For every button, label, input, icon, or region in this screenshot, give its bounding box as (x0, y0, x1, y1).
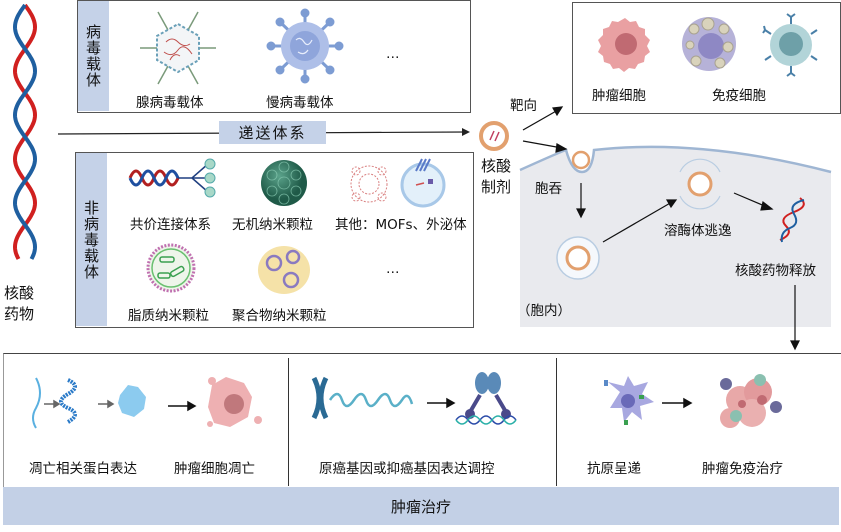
delivery-system-label: 递送体系 (219, 121, 326, 144)
nonviral-item-label: 其他：MOFs、外泌体 (335, 217, 467, 233)
divider (556, 358, 557, 486)
dna-helix-icon (12, 3, 38, 260)
protein-folding-icon (32, 377, 146, 429)
exosome-icon (400, 158, 446, 208)
targeting-label: 靶向 (510, 98, 537, 114)
viral-item-label: 慢病毒载体 (266, 95, 334, 111)
adenovirus-icon (140, 11, 216, 85)
chromosome-icon (311, 376, 329, 420)
nonviral-item-label: 共价连接体系 (130, 217, 211, 233)
release-label: 核酸药物释放 (735, 263, 816, 279)
tumor-immune-icon (720, 374, 782, 428)
viral-item-label: 腺病毒载体 (136, 95, 204, 111)
polymer-nanoparticle-icon (258, 246, 310, 294)
nonviral-ellipsis: … (386, 261, 400, 277)
formulation-label: 核酸制剂 (481, 157, 512, 196)
apoptotic-cell-icon (207, 377, 262, 427)
viral-vector-panel: 病毒载体 (77, 0, 471, 113)
covalent-conjugate-icon (128, 158, 216, 198)
tumor-therapy-band: 肿瘤治疗 (3, 487, 839, 525)
therapy-step-label: 肿瘤免疫治疗 (702, 461, 783, 477)
nonviral-strip: 非病毒载体 (76, 153, 107, 326)
transcription-factor-icon (455, 372, 517, 425)
therapy-step-label: 肿瘤细胞凋亡 (174, 461, 255, 477)
macrophage-icon (682, 17, 736, 71)
therapy-step-label: 凋亡相关蛋白表达 (29, 461, 137, 477)
inorganic-nanoparticle-icon (261, 160, 307, 206)
chromatin-coil-icon (328, 392, 414, 408)
viral-strip: 病毒载体 (78, 1, 109, 111)
intracellular-label: （胞内） (517, 303, 571, 319)
nucleic-drug-label: 核酸药物 (4, 284, 35, 323)
lysosome-escape-label: 溶酶体逃逸 (664, 223, 732, 239)
therapy-step-label: 原癌基因或抑癌基因表达调控 (319, 461, 495, 477)
nonviral-item-label: 无机纳米颗粒 (232, 217, 313, 233)
viral-strip-label: 病毒载体 (84, 24, 102, 88)
dendritic-cell-icon (604, 376, 654, 425)
tumor-cell-icon (598, 18, 650, 72)
divider (288, 358, 289, 486)
nonviral-item-label: 脂质纳米颗粒 (128, 308, 209, 324)
nonviral-item-label: 聚合物纳米颗粒 (232, 308, 327, 324)
nucleic-formulation-particle-icon (479, 121, 509, 151)
target-cell-label: 免疫细胞 (712, 88, 766, 104)
lentivirus-icon (266, 8, 344, 84)
nonviral-strip-label: 非病毒载体 (82, 199, 100, 280)
t-cell-icon (762, 13, 818, 77)
target-cell-label: 肿瘤细胞 (592, 88, 646, 104)
endocytosis-label: 胞吞 (535, 181, 562, 197)
mof-icon (350, 165, 388, 203)
lipid-nanoparticle-icon (146, 243, 196, 293)
viral-ellipsis: … (386, 46, 400, 62)
therapy-step-label: 抗原呈递 (587, 461, 641, 477)
